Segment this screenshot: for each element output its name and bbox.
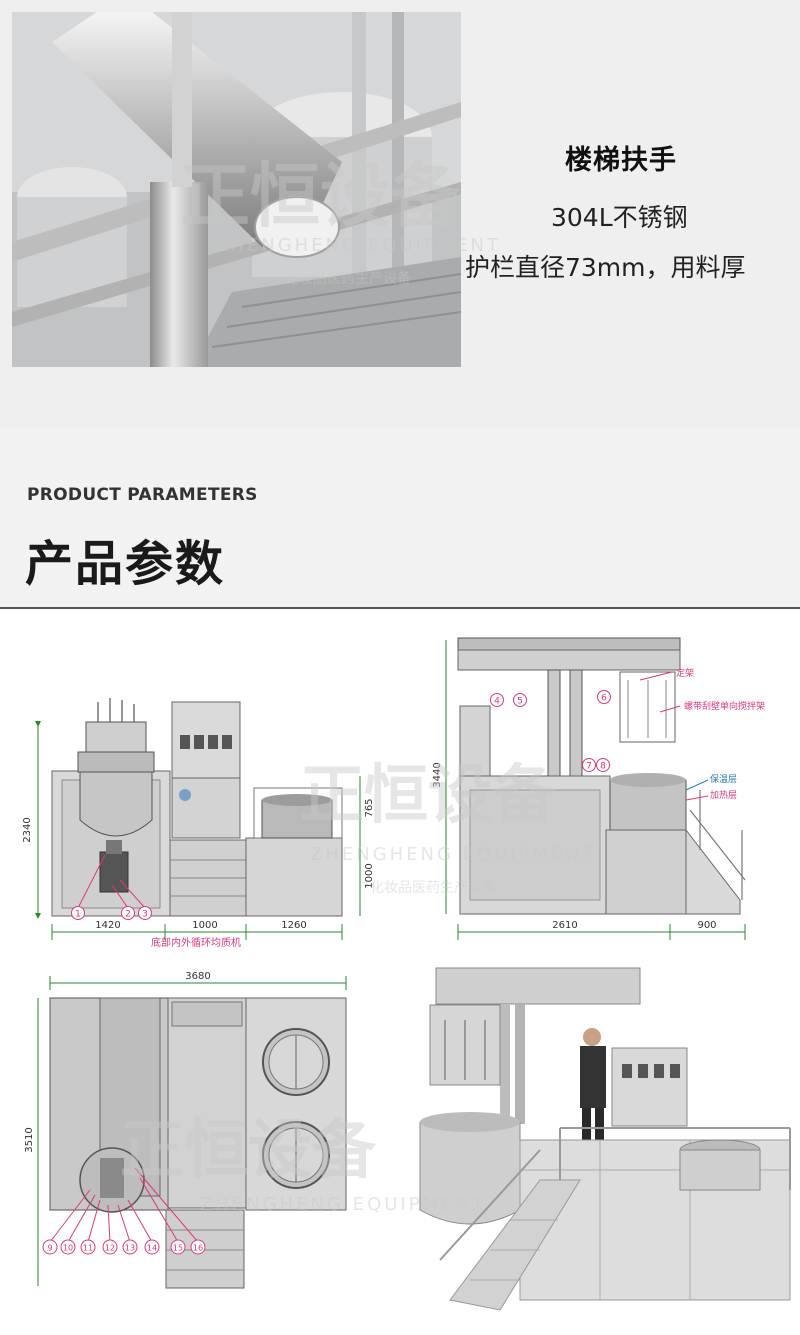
callout-5: 5 <box>517 697 523 707</box>
front-width-1: 1420 <box>95 920 120 931</box>
machine-render <box>419 967 791 1311</box>
top-width-label: 3680 <box>185 971 210 982</box>
side-height-label: 3440 <box>432 762 443 787</box>
side-width-2: 900 <box>697 920 716 931</box>
callout-4: 4 <box>494 697 500 707</box>
feature-section: 楼梯扶手 304L不锈钢 护栏直径73mm，用料厚 正恒设备 ZHENGHENG… <box>0 0 800 428</box>
top-view-drawing: 3680 3510 <box>24 971 347 1289</box>
callout-8: 8 <box>600 762 606 772</box>
technical-drawings: 2340 1420 1000 1260 765 1000 1 2 3 底部内外循… <box>0 609 800 1331</box>
label-heating: 加热层 <box>710 789 737 801</box>
front-width-2: 1000 <box>192 920 217 931</box>
front-width-3: 1260 <box>281 920 306 931</box>
callout-11: 11 <box>83 1244 93 1253</box>
label-insulation: 保温层 <box>710 773 737 785</box>
front-view-drawing: 2340 1420 1000 1260 765 1000 1 2 3 底部内外循… <box>22 698 375 949</box>
callout-12: 12 <box>105 1244 115 1253</box>
callout-13: 13 <box>125 1244 135 1253</box>
side-width-1: 2610 <box>552 920 577 931</box>
callout-1: 1 <box>75 910 81 920</box>
feature-title: 楼梯扶手 <box>565 145 677 176</box>
callout-15: 15 <box>173 1244 183 1253</box>
front-height-1000: 1000 <box>364 863 375 888</box>
callout-2: 2 <box>125 910 131 920</box>
callout-16: 16 <box>193 1244 203 1253</box>
callout-10: 10 <box>63 1244 73 1253</box>
front-height-label: 2340 <box>22 817 33 842</box>
callout-7: 7 <box>586 762 592 772</box>
callout-14: 14 <box>147 1244 157 1253</box>
homogenizer-note: 底部内外循环均质机 <box>151 936 241 949</box>
section-divider <box>0 607 800 609</box>
parameters-header: PRODUCT PARAMETERS 产品参数 <box>0 428 800 608</box>
front-height-765: 765 <box>364 798 375 817</box>
section-english-title: PRODUCT PARAMETERS <box>27 485 258 505</box>
side-view-drawing: 3440 2610 900 4 5 6 7 8 定架 <box>432 637 765 940</box>
label-ribbon-agitator: 螺带刮壁单向搅拌架 <box>684 700 765 712</box>
feature-material: 304L不锈钢 <box>551 203 688 232</box>
feature-description: 护栏直径73mm，用料厚 <box>465 253 746 282</box>
callout-9: 9 <box>47 1244 52 1253</box>
callout-3: 3 <box>142 910 148 920</box>
section-chinese-title: 产品参数 <box>25 536 226 592</box>
callout-6: 6 <box>601 694 607 704</box>
top-height-label: 3510 <box>24 1127 35 1152</box>
label-frame: 定架 <box>676 667 694 679</box>
handrail-photo <box>12 12 461 367</box>
